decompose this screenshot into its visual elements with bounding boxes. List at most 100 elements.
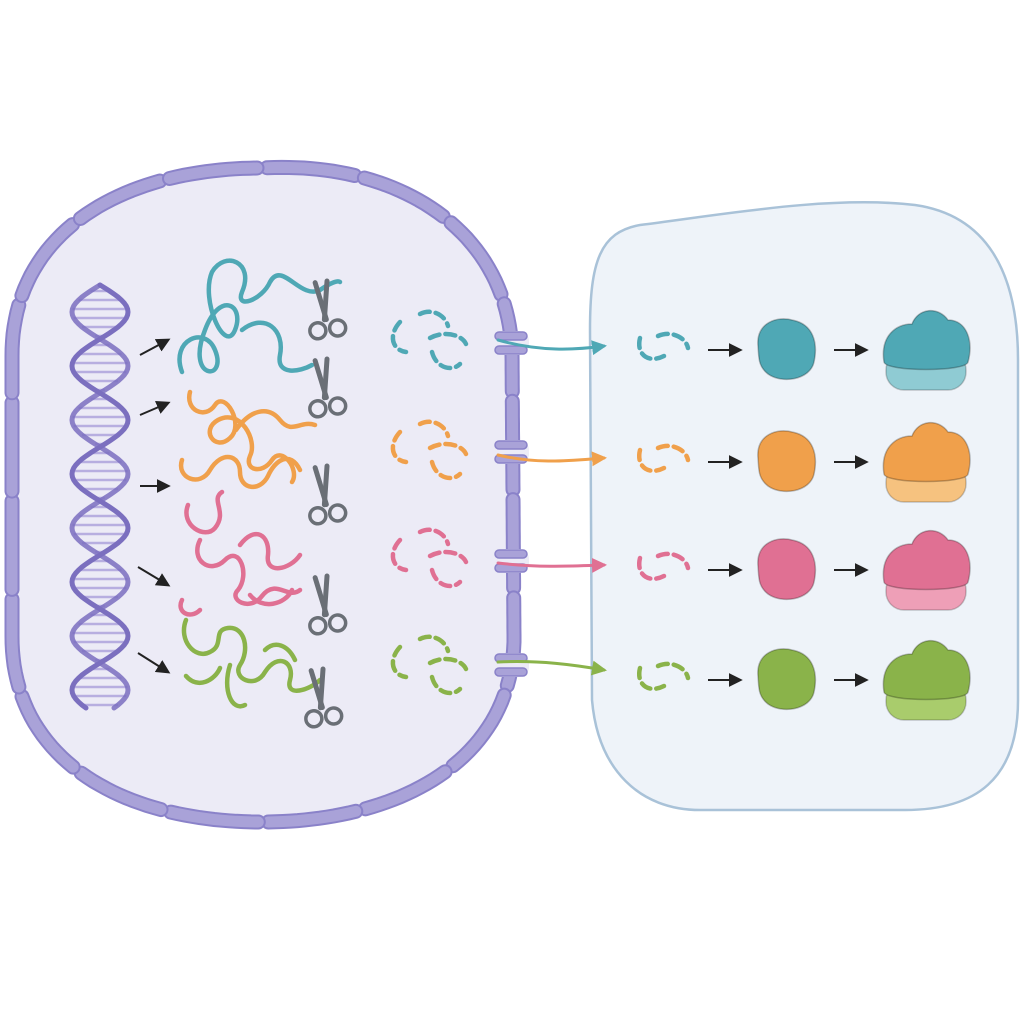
mrna-fragment [636,665,667,692]
protein-complex-icon [882,422,971,503]
cytoplasmic-mrna-green [636,661,691,692]
protein-monomer-icon [757,430,817,493]
cytoplasmic-mrna-orange [636,443,691,474]
envelope-segment-inner [16,691,79,773]
envelope-segment-inner [6,593,25,693]
scissors-handle [323,706,344,726]
dna-strand [69,282,131,711]
scissors-icon [308,573,348,636]
spliced-mrna-pink [390,527,469,589]
envelope-segment-inner [507,494,520,594]
spliced-mrna-fragments [390,309,469,696]
mrna-fragment [655,443,691,463]
mrna-fragment [417,527,451,547]
mrna-fragment [390,644,409,680]
envelope-segment-inner [6,299,25,399]
envelope-segment-inner [74,175,166,224]
scissors-handle [327,503,348,523]
scissors-icon [308,356,348,419]
complex-subunit-top [882,530,971,591]
scissors-blade [317,666,326,711]
export-arrow-orange [496,451,607,467]
envelope-segment-inner [75,767,167,816]
mrna-fragment [417,634,451,654]
mrna-fragment [427,549,469,565]
scissors-icon [308,278,348,341]
envelope-segment-inner [358,172,449,222]
envelope-segment-inner [262,805,362,828]
mrna-fragment [429,567,463,589]
scissors-blade [321,573,330,618]
envelope-segment-inner [261,161,361,181]
export-arrow-pink [496,557,607,573]
spliced-mrna-orange [390,419,469,481]
pre-mrna-strands [177,258,343,709]
scissors-handle [304,709,324,729]
scissors-icon [304,666,344,729]
mrna-fragment [429,674,463,696]
export-arrow-green [496,660,607,676]
mrna-fragment [427,331,469,347]
dna-double-helix-icon [69,282,131,711]
pre-mrna-green [181,617,323,709]
pre-mrna-orange [178,389,318,489]
arrow-icon [137,566,171,587]
mrna-fragment [390,429,409,465]
arrow-icon [139,400,171,416]
scissors-handle [308,399,328,419]
envelope-segment-inner [359,766,451,815]
cytoplasmic-mrna-pink [636,551,691,582]
scissors-blade [321,278,330,323]
complex-subunit-top [882,310,971,371]
dna-strand [69,282,131,711]
translation-products [636,310,971,721]
mrna-fragment [655,661,691,681]
arrow-icon [139,338,171,356]
mrna-export-arrows [496,338,607,676]
cytoplasmic-mrna-teal [636,331,691,362]
mrna-fragment [636,555,667,582]
mrna-fragment [427,441,469,457]
arrow-icon [137,652,171,674]
scissors-icon [308,463,348,526]
pre-mrna-teal [177,258,343,375]
envelope-segment-inner [16,219,78,302]
mrna-fragment [655,551,691,571]
mrna-fragment [429,349,463,371]
transcription-arrows [137,338,171,674]
scissors-handle [308,616,328,636]
nucleus [4,159,529,830]
nuclear-pore-icon [493,653,529,677]
envelope-segment-inner [445,217,507,300]
scissors-blade [321,463,330,508]
spliced-mrna-green [390,634,469,696]
protein-complex-icon [882,530,971,611]
mrna-fragment [390,319,409,355]
scissors-handle [327,613,348,633]
protein-monomer-icon [757,648,817,711]
mrna-fragment [390,537,409,573]
mrna-fragment [636,447,667,474]
scissors-blade [321,356,330,401]
complex-subunit-top [882,640,971,701]
envelope-segment-inner [447,689,510,772]
export-arrow-teal [496,338,607,356]
mrna-fragment [655,331,691,351]
envelope-segment-inner [165,806,264,828]
mrna-fragment [417,419,451,439]
mrna-fragment [429,459,463,481]
protein-complex-icon [882,640,971,721]
envelope-segment-inner [164,162,263,184]
mrna-fragment [417,309,451,329]
spliced-mrna-teal [390,309,469,371]
nuclear-pore-icon [493,549,529,573]
nuclear-pores [493,331,529,677]
pre-mrna-pink [178,489,303,617]
protein-monomer-icon [757,318,817,381]
scissors-handle [327,318,348,338]
protein-complex-icon [882,310,971,391]
scissors-handle [327,396,348,416]
protein-monomer-icon [757,538,817,601]
